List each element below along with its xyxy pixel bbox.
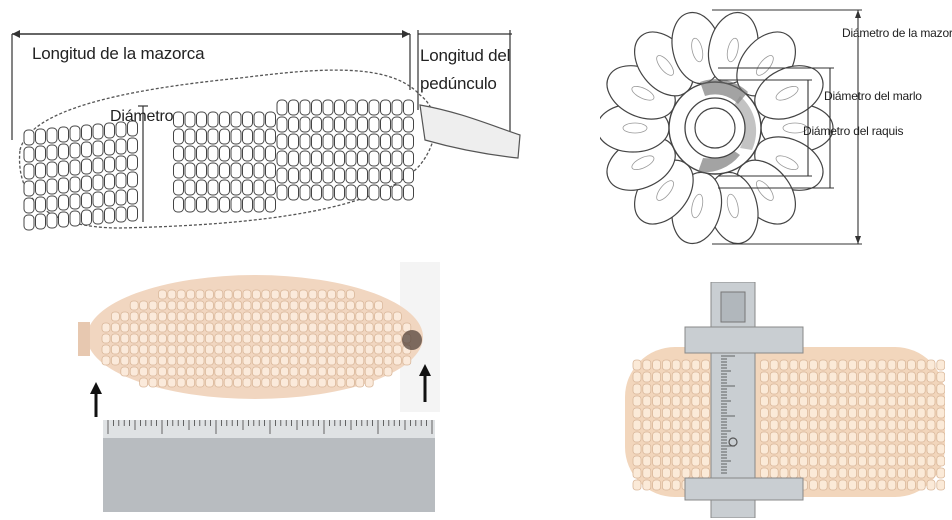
diametro-marlo-label: Diámetro del marlo	[824, 89, 922, 103]
peduncle-label-2: pedúnculo	[420, 74, 497, 94]
diametro-raquis-label: Diámetro del raquis	[803, 124, 903, 138]
caliper-lower-jaw	[685, 478, 803, 500]
diametro-label: Diámetro	[110, 108, 173, 126]
diametro-mazorca-label: Diámetro de la mazorca	[842, 26, 952, 40]
peduncle	[420, 105, 520, 158]
cob-photo	[70, 262, 440, 514]
left-arrow-icon	[90, 382, 102, 417]
cob-drawing	[0, 0, 540, 250]
caliper-upper-jaw	[685, 327, 803, 353]
cross-section-diagram: Diámetro de la mazorca Diámetro del marl…	[600, 0, 952, 250]
caliper-measurement	[625, 282, 945, 518]
cob-photo-with-ruler	[70, 262, 440, 514]
cob-tip	[402, 330, 422, 350]
cob-length-diagram: Longitud de la mazorca Diámetro Longitud…	[0, 0, 540, 250]
longitud-label: Longitud de la mazorca	[32, 44, 204, 64]
kernel-grid	[24, 100, 414, 230]
caliper-photo	[625, 282, 945, 518]
peduncle-label-1: Longitud del	[420, 46, 510, 66]
